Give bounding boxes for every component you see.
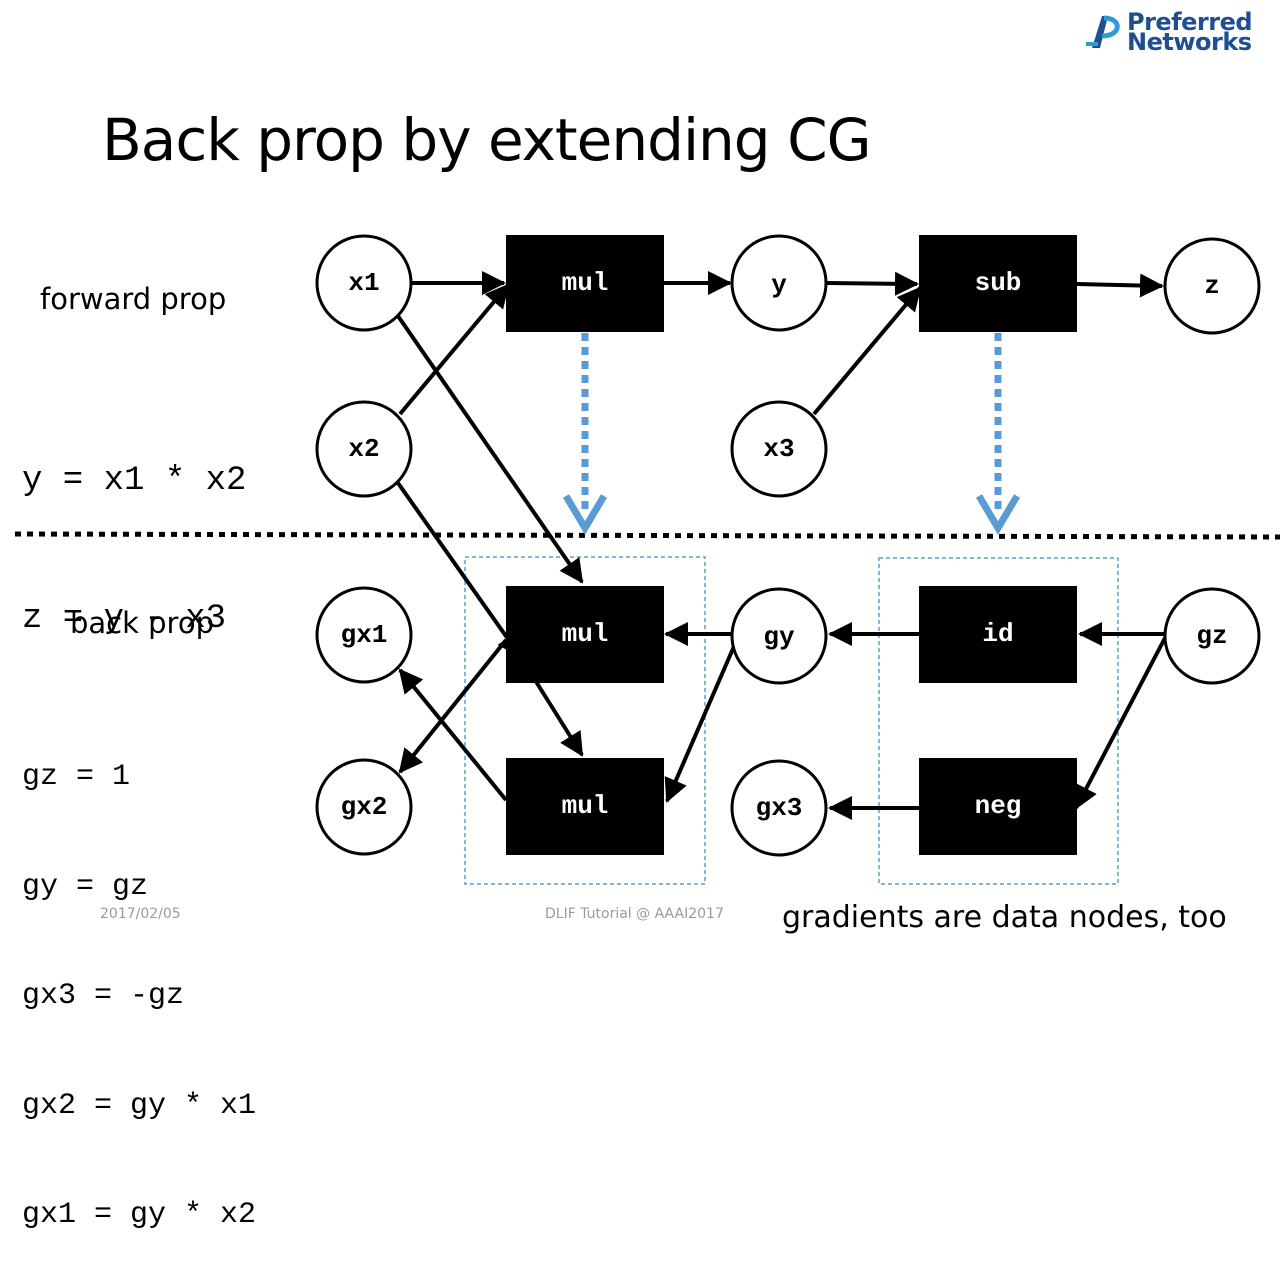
sub-backward-link-arrow [975, 333, 1021, 535]
node-gy [730, 587, 828, 685]
label-mul-backward-1: mul [562, 619, 609, 649]
label-y: y [771, 270, 787, 300]
brand-logo [1078, 8, 1270, 58]
node-mul-forward [506, 235, 664, 332]
node-id [919, 586, 1077, 683]
backward-equation: gx1 = gy * x2 [22, 1198, 257, 1232]
node-neg [919, 758, 1077, 855]
slide-title: Back prop by extending CG [102, 106, 872, 174]
mul-backward-group [464, 556, 706, 885]
edge-x1-mul-backward [396, 314, 584, 584]
label-gx2: gx2 [341, 792, 388, 822]
computational-graph: x1 x2 y x3 z gx1 gx2 gy gx3 gz mul sub m… [14, 234, 1280, 885]
forward-back-divider [14, 531, 1280, 540]
backward-equation: gz = 1 [22, 760, 131, 794]
label-x3: x3 [763, 434, 794, 464]
node-sub [919, 235, 1077, 332]
mul-backward-link-arrow [562, 333, 608, 535]
label-gx3: gx3 [756, 793, 803, 823]
node-gx2 [315, 758, 413, 856]
brand-mark-icon [1086, 15, 1120, 48]
node-gx3 [730, 759, 828, 857]
node-x3 [730, 400, 828, 498]
edge-gz-neg [1074, 635, 1168, 810]
label-x2: x2 [348, 434, 379, 464]
label-mul-forward: mul [562, 268, 609, 298]
label-id: id [982, 619, 1013, 649]
backward-equation: gx2 = gy * x1 [22, 1088, 257, 1123]
label-gy: gy [763, 622, 795, 652]
footer-event: DLIF Tutorial @ AAAI2017 [545, 906, 724, 922]
node-x1 [315, 234, 413, 332]
label-x1: x1 [348, 268, 379, 298]
brand-name-line2: Networks [1127, 28, 1252, 56]
edge-gy-mul-2 [664, 643, 737, 803]
backward-equation: gy = gz [22, 869, 149, 904]
label-neg: neg [975, 791, 1022, 821]
node-z [1163, 237, 1261, 335]
edge-mul-gx2 [398, 638, 508, 774]
node-mul-backward-1 [506, 586, 664, 683]
forward-equation: z = y - x3 [22, 600, 227, 638]
node-y [730, 234, 828, 332]
brand-name-line1: Preferred [1127, 8, 1253, 36]
edge-x3-sub [812, 286, 922, 416]
label-gz: gz [1196, 621, 1227, 651]
node-mul-backward-2 [506, 758, 664, 855]
node-gx1 [315, 586, 413, 684]
node-x2 [315, 400, 413, 498]
edge-mul-gx1 [398, 668, 508, 802]
sub-backward-group [878, 557, 1119, 885]
edge-x2-mul [398, 283, 510, 416]
label-gx1: gx1 [341, 620, 388, 650]
label-mul-backward-2: mul [562, 791, 609, 821]
gradients-note: gradients are data nodes, too [782, 900, 1227, 935]
edge-x2-mul-backward [396, 481, 522, 658]
node-gz [1163, 587, 1261, 685]
back-prop-label: back prop [70, 606, 214, 640]
footer-date: 2017/02/05 [100, 906, 181, 922]
edge-sub-z [1076, 273, 1164, 298]
forward-prop-label: forward prop [40, 282, 227, 316]
label-z: z [1204, 271, 1220, 301]
label-sub: sub [975, 268, 1022, 298]
edge-y-sub [826, 271, 919, 296]
forward-equation: y = x1 * x2 [22, 462, 247, 500]
backward-equation: gx3 = -gz [22, 979, 185, 1013]
forward-equations: y = x1 * x2 z = y - x3 [22, 366, 246, 688]
